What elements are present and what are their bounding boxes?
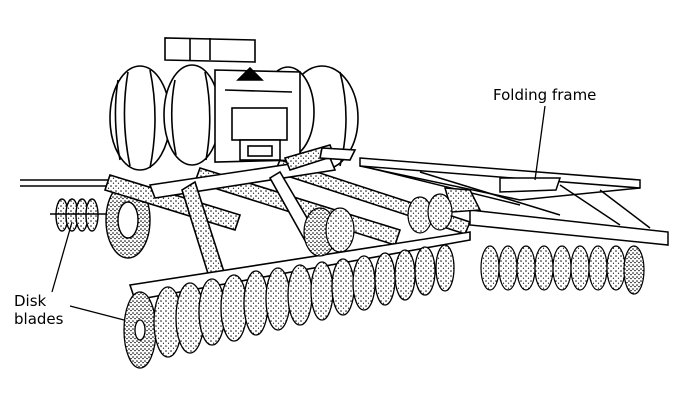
disk-blade: [516, 245, 536, 291]
disk-blade: [588, 245, 608, 291]
folding-frame: [359, 157, 669, 246]
folding-frame-label: Folding frame: [493, 86, 597, 104]
disk-blade: [243, 270, 269, 336]
disk-blade: [414, 246, 436, 296]
disk-blade: [570, 245, 590, 291]
disk-blades-label-line1: Disk: [14, 292, 47, 310]
disk-blade: [606, 245, 626, 291]
disk-blade: [352, 255, 376, 311]
disk-blade: [435, 244, 455, 292]
disk-blade: [623, 245, 645, 295]
folding-frame-leader: [534, 105, 546, 181]
disk-blade: [331, 258, 355, 316]
disk-blade: [220, 274, 248, 342]
disk-blade: [374, 252, 396, 306]
leader-lines: [51, 105, 546, 321]
disk-blade: [287, 264, 313, 326]
disk-blades-leader: [51, 221, 73, 293]
disk-blades: [123, 244, 455, 369]
tractor: [109, 37, 359, 171]
wing-disk-blades: [480, 245, 645, 295]
disk-blade: [480, 245, 500, 291]
disk-blade: [394, 249, 416, 301]
disk-blade: [498, 245, 518, 291]
disk-blade: [534, 245, 554, 291]
disk-blade: [310, 261, 334, 321]
disk-blades-label: Disk blades: [14, 292, 63, 328]
disk-blades-label-line2: blades: [14, 310, 64, 328]
disk-blade: [265, 267, 291, 331]
front-gang-disks: [303, 193, 453, 257]
disk-blade: [552, 245, 572, 291]
